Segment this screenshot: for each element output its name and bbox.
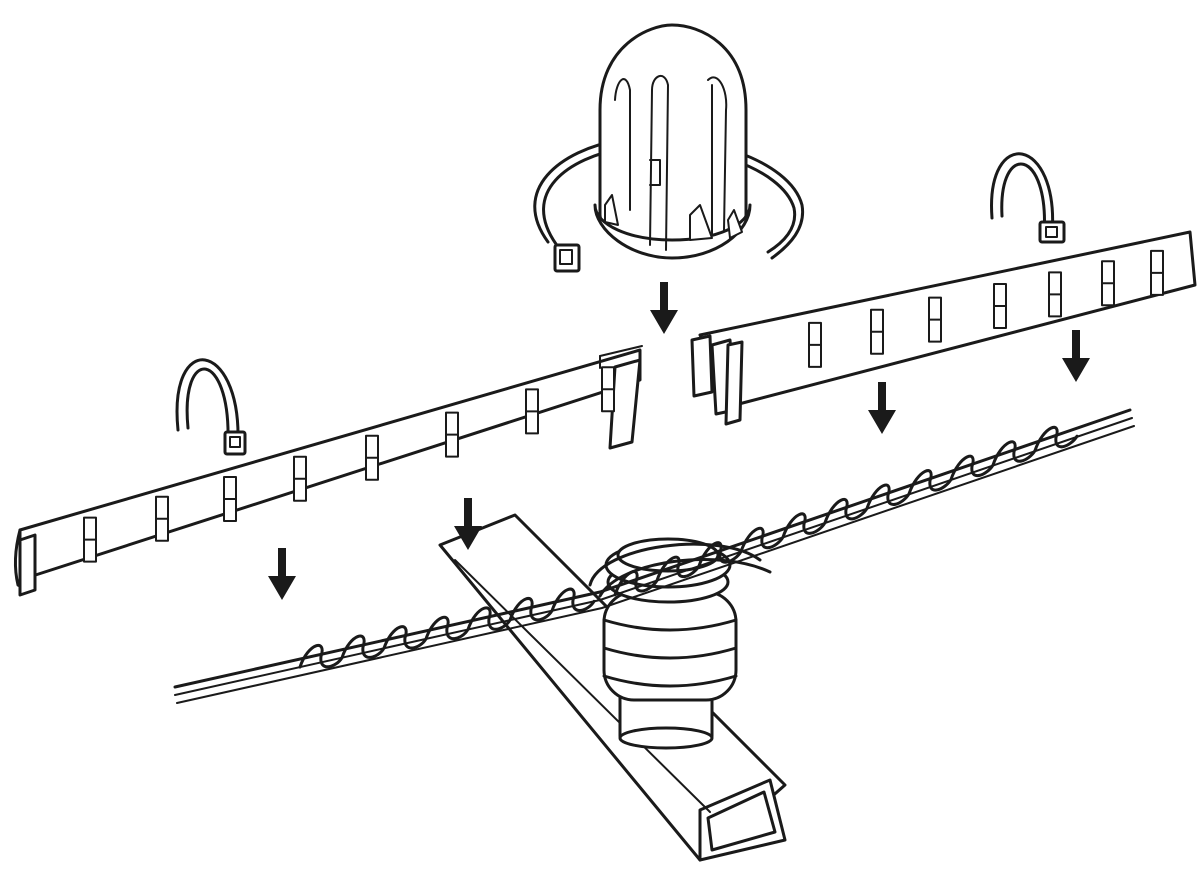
down-arrow [868, 382, 896, 434]
strip-slot [928, 296, 942, 343]
down-arrow [1062, 330, 1090, 382]
strip-slot [525, 388, 539, 435]
down-arrow [454, 498, 482, 550]
strip-slot [870, 308, 884, 355]
strip-slot [601, 366, 615, 413]
strip-slot [223, 476, 237, 523]
strip-slot [808, 321, 822, 368]
tie-wire-loop [588, 542, 772, 598]
right-guard-strip [690, 230, 1197, 426]
strip-slot [1101, 260, 1115, 307]
tie-wire-wrap [298, 587, 596, 669]
strip-slot [293, 455, 307, 502]
strip-slot [83, 516, 97, 563]
left-guard-strip [13, 345, 643, 597]
insulator-cap [593, 23, 752, 260]
right-strip-slots [808, 249, 1164, 368]
down-arrows [268, 282, 1090, 600]
strip-slot [155, 495, 169, 542]
strip-slot [365, 434, 379, 481]
down-arrow [268, 548, 296, 600]
strip-slot [1048, 271, 1062, 318]
left-strip-slots [83, 366, 615, 563]
right-cable-tie [990, 152, 1066, 244]
left-cable-tie [175, 358, 247, 456]
insulator [602, 537, 738, 750]
strip-slot [993, 282, 1007, 329]
down-arrow [650, 282, 678, 334]
tie-wire [298, 426, 1079, 669]
strip-slot [445, 411, 459, 458]
strip-slot [1150, 249, 1164, 296]
